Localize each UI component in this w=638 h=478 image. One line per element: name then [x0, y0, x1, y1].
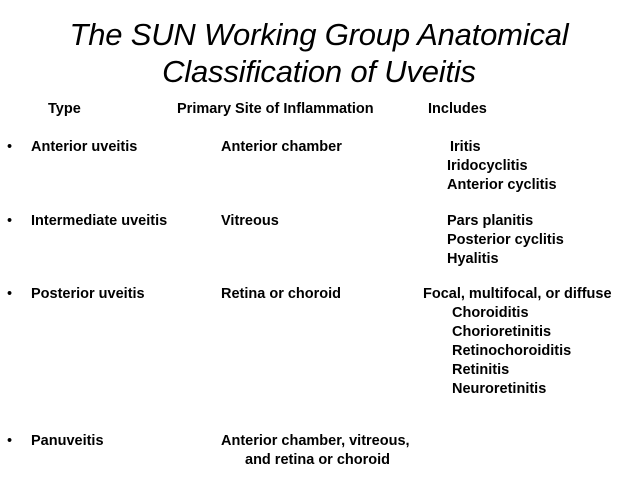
includes-line: Neuroretinitis: [452, 381, 547, 397]
primary-site-line: Anterior chamber: [221, 139, 342, 155]
bullet-icon: •: [7, 213, 13, 229]
column-header-type: Type: [48, 101, 81, 117]
includes-line: Retinochoroiditis: [452, 343, 572, 359]
primary-site-line: Vitreous: [221, 213, 279, 229]
includes-line: Iritis: [450, 139, 481, 155]
bullet-icon: •: [7, 139, 13, 155]
cell-uveitis-type: Panuveitis: [31, 433, 104, 449]
includes-line: Focal, multifocal, or diffuse: [423, 286, 612, 302]
includes-line: Posterior cyclitis: [447, 232, 564, 248]
cell-uveitis-type: Posterior uveitis: [31, 286, 145, 302]
column-header-includes: Includes: [428, 101, 487, 117]
slide-title: The SUN Working Group Anatomical Classif…: [69, 17, 569, 89]
cell-primary-site: Anterior chamber: [221, 138, 342, 157]
bullet-icon: •: [7, 433, 13, 449]
includes-line: Chorioretinitis: [452, 324, 552, 340]
primary-site-line: and retina or choroid: [245, 452, 391, 468]
includes-line: Pars planitis: [447, 213, 534, 229]
column-headers-row: Type Primary Site of Inflammation Includ…: [0, 100, 638, 120]
cell-primary-site: Retina or choroid: [221, 285, 341, 304]
includes-line: Choroiditis: [452, 305, 529, 321]
primary-site-line: Retina or choroid: [221, 286, 342, 302]
includes-line: Iridocyclitis: [447, 158, 528, 174]
includes-line: Anterior cyclitis: [447, 177, 557, 193]
cell-primary-site: Anterior chamber, vitreous, and retina or…: [221, 432, 410, 470]
bullet-icon: •: [7, 286, 13, 302]
primary-site-line: Anterior chamber, vitreous,: [221, 433, 410, 449]
cell-uveitis-type: Intermediate uveitis: [31, 213, 168, 229]
cell-uveitis-type: Anterior uveitis: [31, 139, 138, 155]
includes-line: Retinitis: [452, 362, 510, 378]
column-header-primary-site: Primary Site of Inflammation: [177, 101, 374, 117]
includes-line: Hyalitis: [447, 251, 499, 267]
cell-primary-site: Vitreous: [221, 212, 279, 231]
